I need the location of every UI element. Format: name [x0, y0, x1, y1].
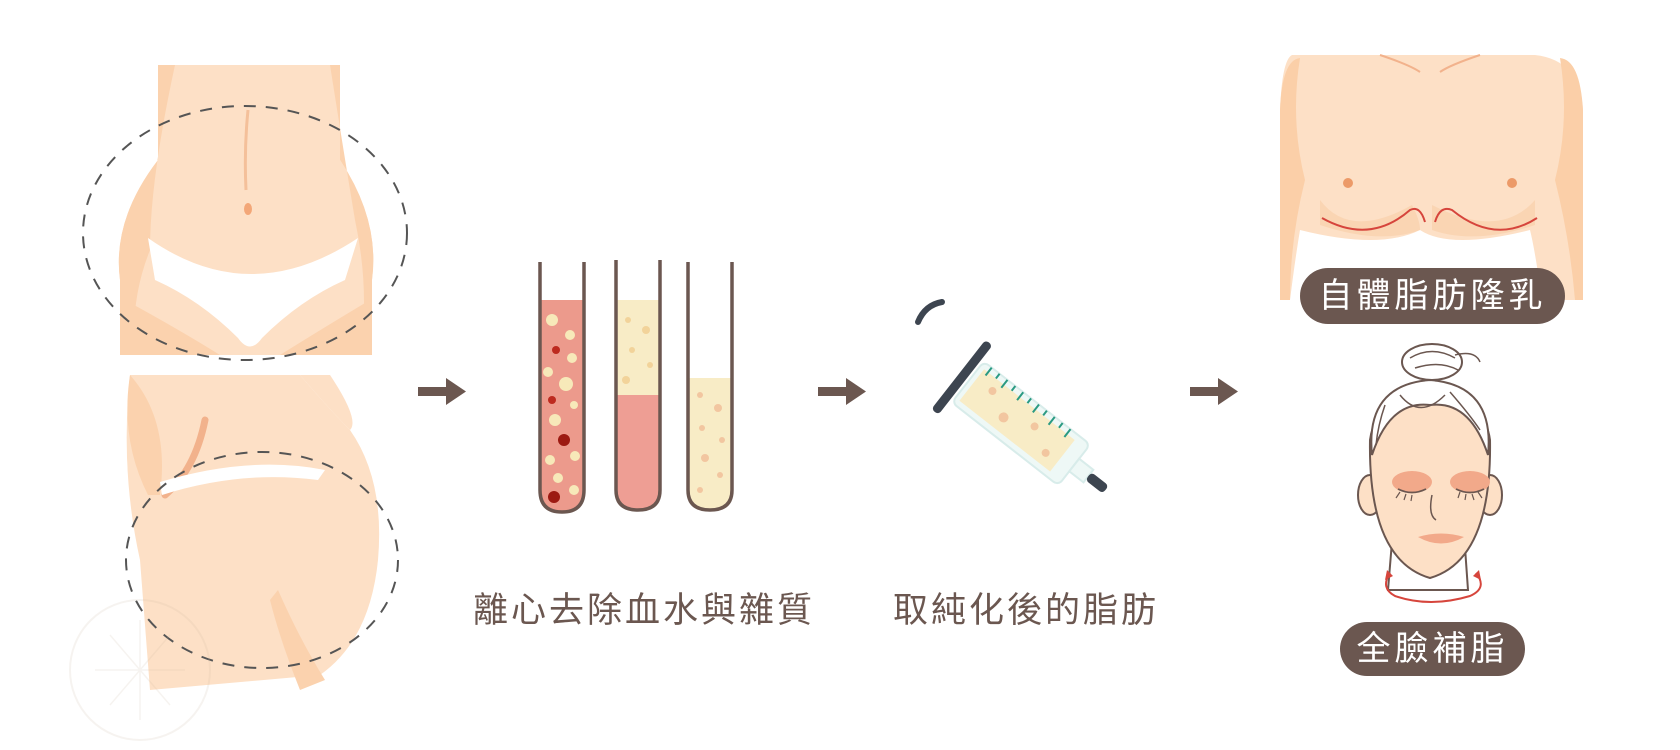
arrow-right-icon	[1190, 378, 1238, 405]
watermark-logo	[69, 599, 211, 741]
breast-augmentation-badge: 自體脂肪隆乳	[1300, 268, 1565, 324]
face-illustration	[1357, 343, 1503, 603]
syringe-icon	[932, 341, 1108, 492]
arrow-right-icon	[818, 378, 866, 405]
needle-cap-icon	[915, 299, 945, 325]
chest-illustration	[1280, 54, 1583, 300]
test-tube-icon	[538, 260, 734, 514]
abdomen-illustration	[82, 65, 408, 361]
caption-purified-fat: 取純化後的脂肪	[893, 591, 1160, 631]
buttock-illustration	[125, 375, 399, 690]
full-face-fat-graft-badge: 全臉補脂	[1340, 622, 1525, 676]
caption-centrifuge: 離心去除血水與雜質	[473, 591, 816, 631]
arrow-right-icon	[418, 378, 466, 405]
